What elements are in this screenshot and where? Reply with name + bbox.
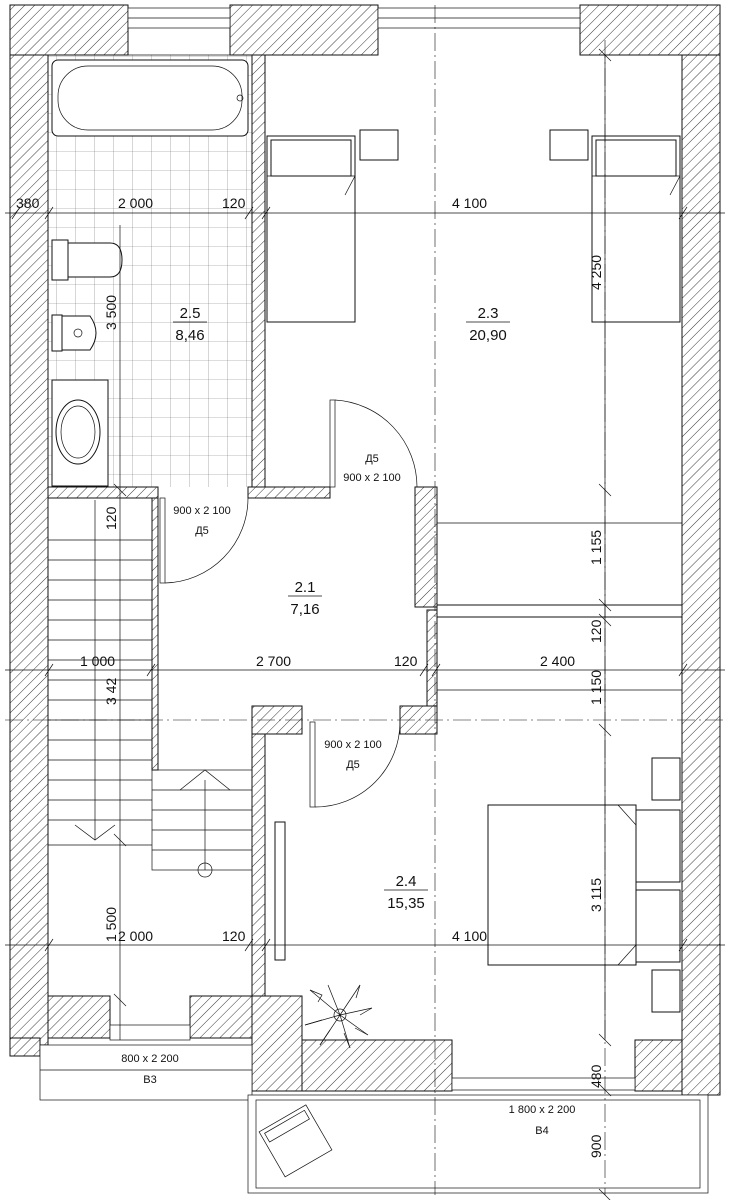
double-bed [487, 757, 681, 1013]
door-label-bedroom: Д5 900 x 2 100 [343, 453, 401, 484]
dim-top-2000: 2 000 [118, 195, 153, 211]
dim-v-120-left: 120 [103, 506, 119, 530]
dim-bot-2000: 2 000 [118, 928, 153, 944]
room-2-5: 2.5 8,46 [173, 305, 207, 344]
dim-mid-1000: 1 000 [80, 653, 115, 669]
dim-top-380: 380 [16, 195, 40, 211]
door-size: 900 x 2 100 [343, 472, 401, 484]
room-2-3: 2.3 20,90 [466, 305, 510, 344]
dim-top-4100: 4 100 [452, 195, 487, 211]
staircase [48, 500, 253, 878]
dim-v-120-right: 120 [588, 619, 604, 643]
dim-bot-4100: 4 100 [452, 928, 487, 944]
bed-right [549, 129, 681, 323]
room-2-1: 2.1 7,16 [288, 579, 322, 618]
bathtub [51, 59, 249, 137]
balcony-right [247, 1077, 709, 1194]
toilet [51, 239, 123, 281]
dimension-lines [5, 48, 725, 1200]
dim-v-342: 3 42 [103, 678, 119, 705]
room-number: 2.1 [295, 579, 316, 596]
bed-left [266, 129, 399, 323]
room-area: 20,90 [469, 327, 507, 344]
door-label-room-2-4: 900 x 2 100 Д5 [324, 739, 382, 771]
dim-v-480: 480 [588, 1064, 604, 1088]
room-area: 7,16 [290, 601, 319, 618]
dim-top-120: 120 [222, 195, 246, 211]
tv-unit [274, 821, 286, 961]
door-size: 900 x 2 100 [173, 505, 231, 517]
room-2-4: 2.4 15,35 [384, 873, 428, 912]
door-mark: Д5 [346, 759, 360, 771]
washbasin [51, 379, 109, 487]
room-area: 8,46 [175, 327, 204, 344]
partitions [48, 54, 683, 691]
dim-v-4250: 4 250 [588, 255, 604, 290]
room-number: 2.3 [478, 305, 499, 322]
bidet [51, 314, 97, 352]
door-label-bathroom: 900 x 2 100 Д5 [173, 505, 231, 537]
door-mark: Д5 [365, 453, 379, 465]
door-label-balcony-left: 800 x 2 200 В3 [121, 1053, 179, 1086]
door-swings [159, 399, 418, 808]
room-area: 15,35 [387, 895, 425, 912]
room-number: 2.5 [180, 305, 201, 322]
dim-mid-120: 120 [394, 653, 418, 669]
plant-icon [304, 984, 373, 1049]
dim-v-900: 900 [588, 1134, 604, 1158]
balcony-left [39, 1024, 253, 1101]
dim-mid-2700: 2 700 [256, 653, 291, 669]
dim-mid-2400: 2 400 [540, 653, 575, 669]
door-size: 1 800 x 2 200 [509, 1104, 576, 1116]
dim-v-1155: 1 155 [588, 530, 604, 565]
room-number: 2.4 [396, 873, 417, 890]
dim-v-3500: 3 500 [103, 295, 119, 330]
outer-walls [9, 4, 721, 1096]
door-size: 800 x 2 200 [121, 1053, 179, 1065]
door-label-balcony-right: 1 800 x 2 200 В4 [509, 1104, 576, 1137]
door-mark: В4 [535, 1125, 548, 1137]
door-size: 900 x 2 100 [324, 739, 382, 751]
dim-v-3115: 3 115 [588, 878, 604, 912]
door-mark: В3 [143, 1074, 156, 1086]
dim-bot-120: 120 [222, 928, 246, 944]
dim-v-1500: 1 500 [103, 907, 119, 942]
top-windows [127, 7, 581, 29]
dim-v-1150: 1 150 [588, 670, 604, 705]
door-mark: Д5 [195, 525, 209, 537]
